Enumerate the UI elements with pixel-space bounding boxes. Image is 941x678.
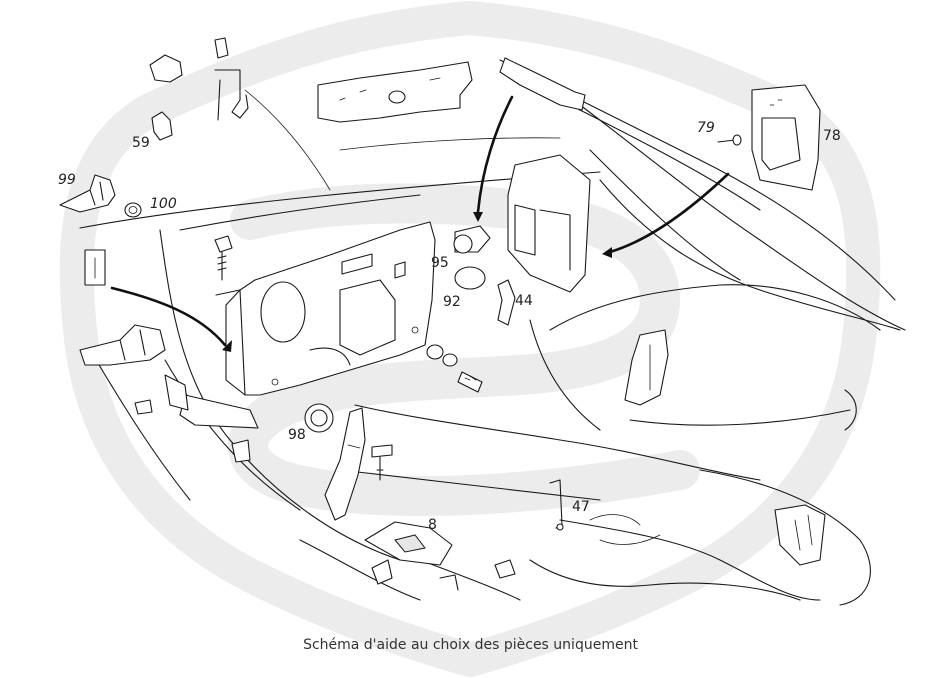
heater-housing [507,154,591,293]
label-8: 8 [428,517,437,533]
label-100: 100 [150,196,177,212]
part-78-plate [751,84,821,191]
part-98-grommet [304,403,334,433]
label-47: 47 [572,499,590,515]
lower-left-bracket [134,374,259,463]
part-47-rod [549,479,564,531]
part-92-cap [454,266,486,290]
part-100-nut [124,202,142,218]
arrow-down-to-grommet [473,95,514,222]
label-44: 44 [515,293,533,309]
label-78: 78 [823,128,841,144]
part-8-tray [364,521,453,566]
part-59-bracket [149,37,249,141]
lower-right-bracket [774,504,826,566]
shield-logo-watermark [59,1,881,677]
part-95-grommet [453,225,491,254]
label-98: 98 [288,427,306,443]
firewall-panel [215,221,436,396]
diagram-caption: Schéma d'aide au choix des pièces unique… [303,637,638,653]
right-vertical-bracket [624,329,669,406]
lower-center-bracket [324,407,393,521]
nut-washer-bolt [426,344,483,393]
arrow-to-housing [602,172,730,258]
label-59: 59 [132,135,150,151]
left-shroud-part [79,324,166,366]
top-crossmember [317,61,473,123]
label-79: 79 [697,120,715,136]
part-79-screw [717,134,742,146]
screw-bolt-left [214,235,233,281]
left-edge-bracket [84,249,106,286]
top-right-member [499,57,586,111]
label-92: 92 [443,294,461,310]
arrow-left-to-firewall [110,286,232,352]
bottom-small-parts [371,559,516,591]
label-95: 95 [431,255,449,271]
label-99: 99 [58,172,76,188]
part-44-clip [497,279,516,326]
part-99-bracket [59,174,116,213]
